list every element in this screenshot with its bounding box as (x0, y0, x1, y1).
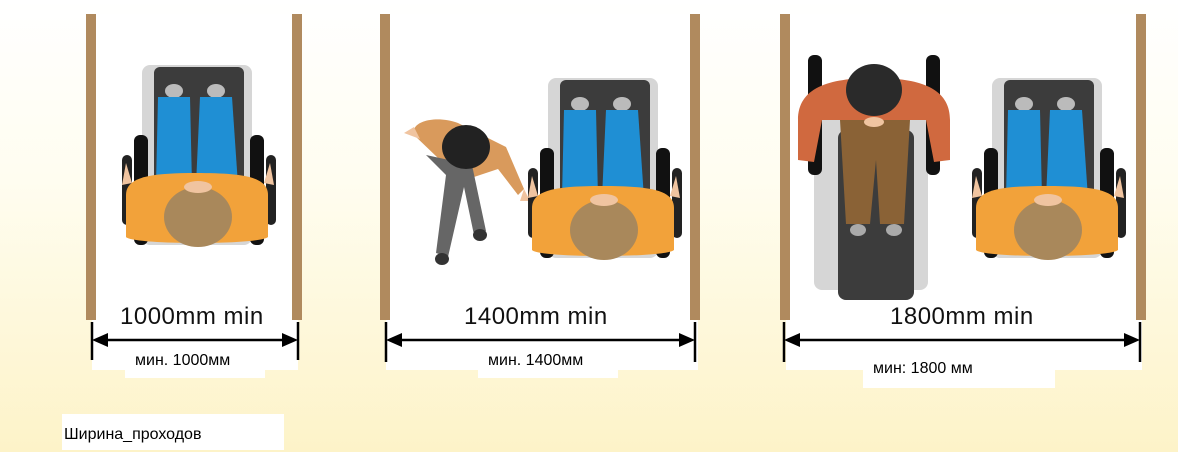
dimension-label-en: 1800mm min (890, 303, 1034, 331)
corridor-panel-1400: 1400mm min мин. 1400мм (370, 0, 710, 400)
dimension-label-en: 1400mm min (464, 303, 608, 331)
dimension-label-ru: мин. 1000мм (125, 346, 265, 378)
corridor-illustration-1400 (370, 0, 710, 400)
caption-label: Ширина_проходов (62, 414, 284, 450)
corridor-panel-1000: 1000mm min мин. 1000мм (0, 0, 330, 400)
right-wall (292, 14, 302, 320)
left-wall (86, 14, 96, 320)
right-wall (690, 14, 700, 320)
corridor-illustration-1000 (0, 0, 330, 400)
right-wall (1136, 14, 1146, 320)
dimension-label-ru: мин: 1800 мм (863, 350, 1055, 388)
corridor-panel-1800: 1800mm min мин: 1800 мм (770, 0, 1160, 400)
left-wall (380, 14, 390, 320)
corridor-illustration-1800 (770, 0, 1160, 400)
left-wall (780, 14, 790, 320)
dimension-label-en: 1000mm min (120, 303, 264, 331)
dimension-label-ru: мин. 1400мм (478, 346, 618, 378)
companion-with-wheelchair-figure (798, 55, 950, 300)
